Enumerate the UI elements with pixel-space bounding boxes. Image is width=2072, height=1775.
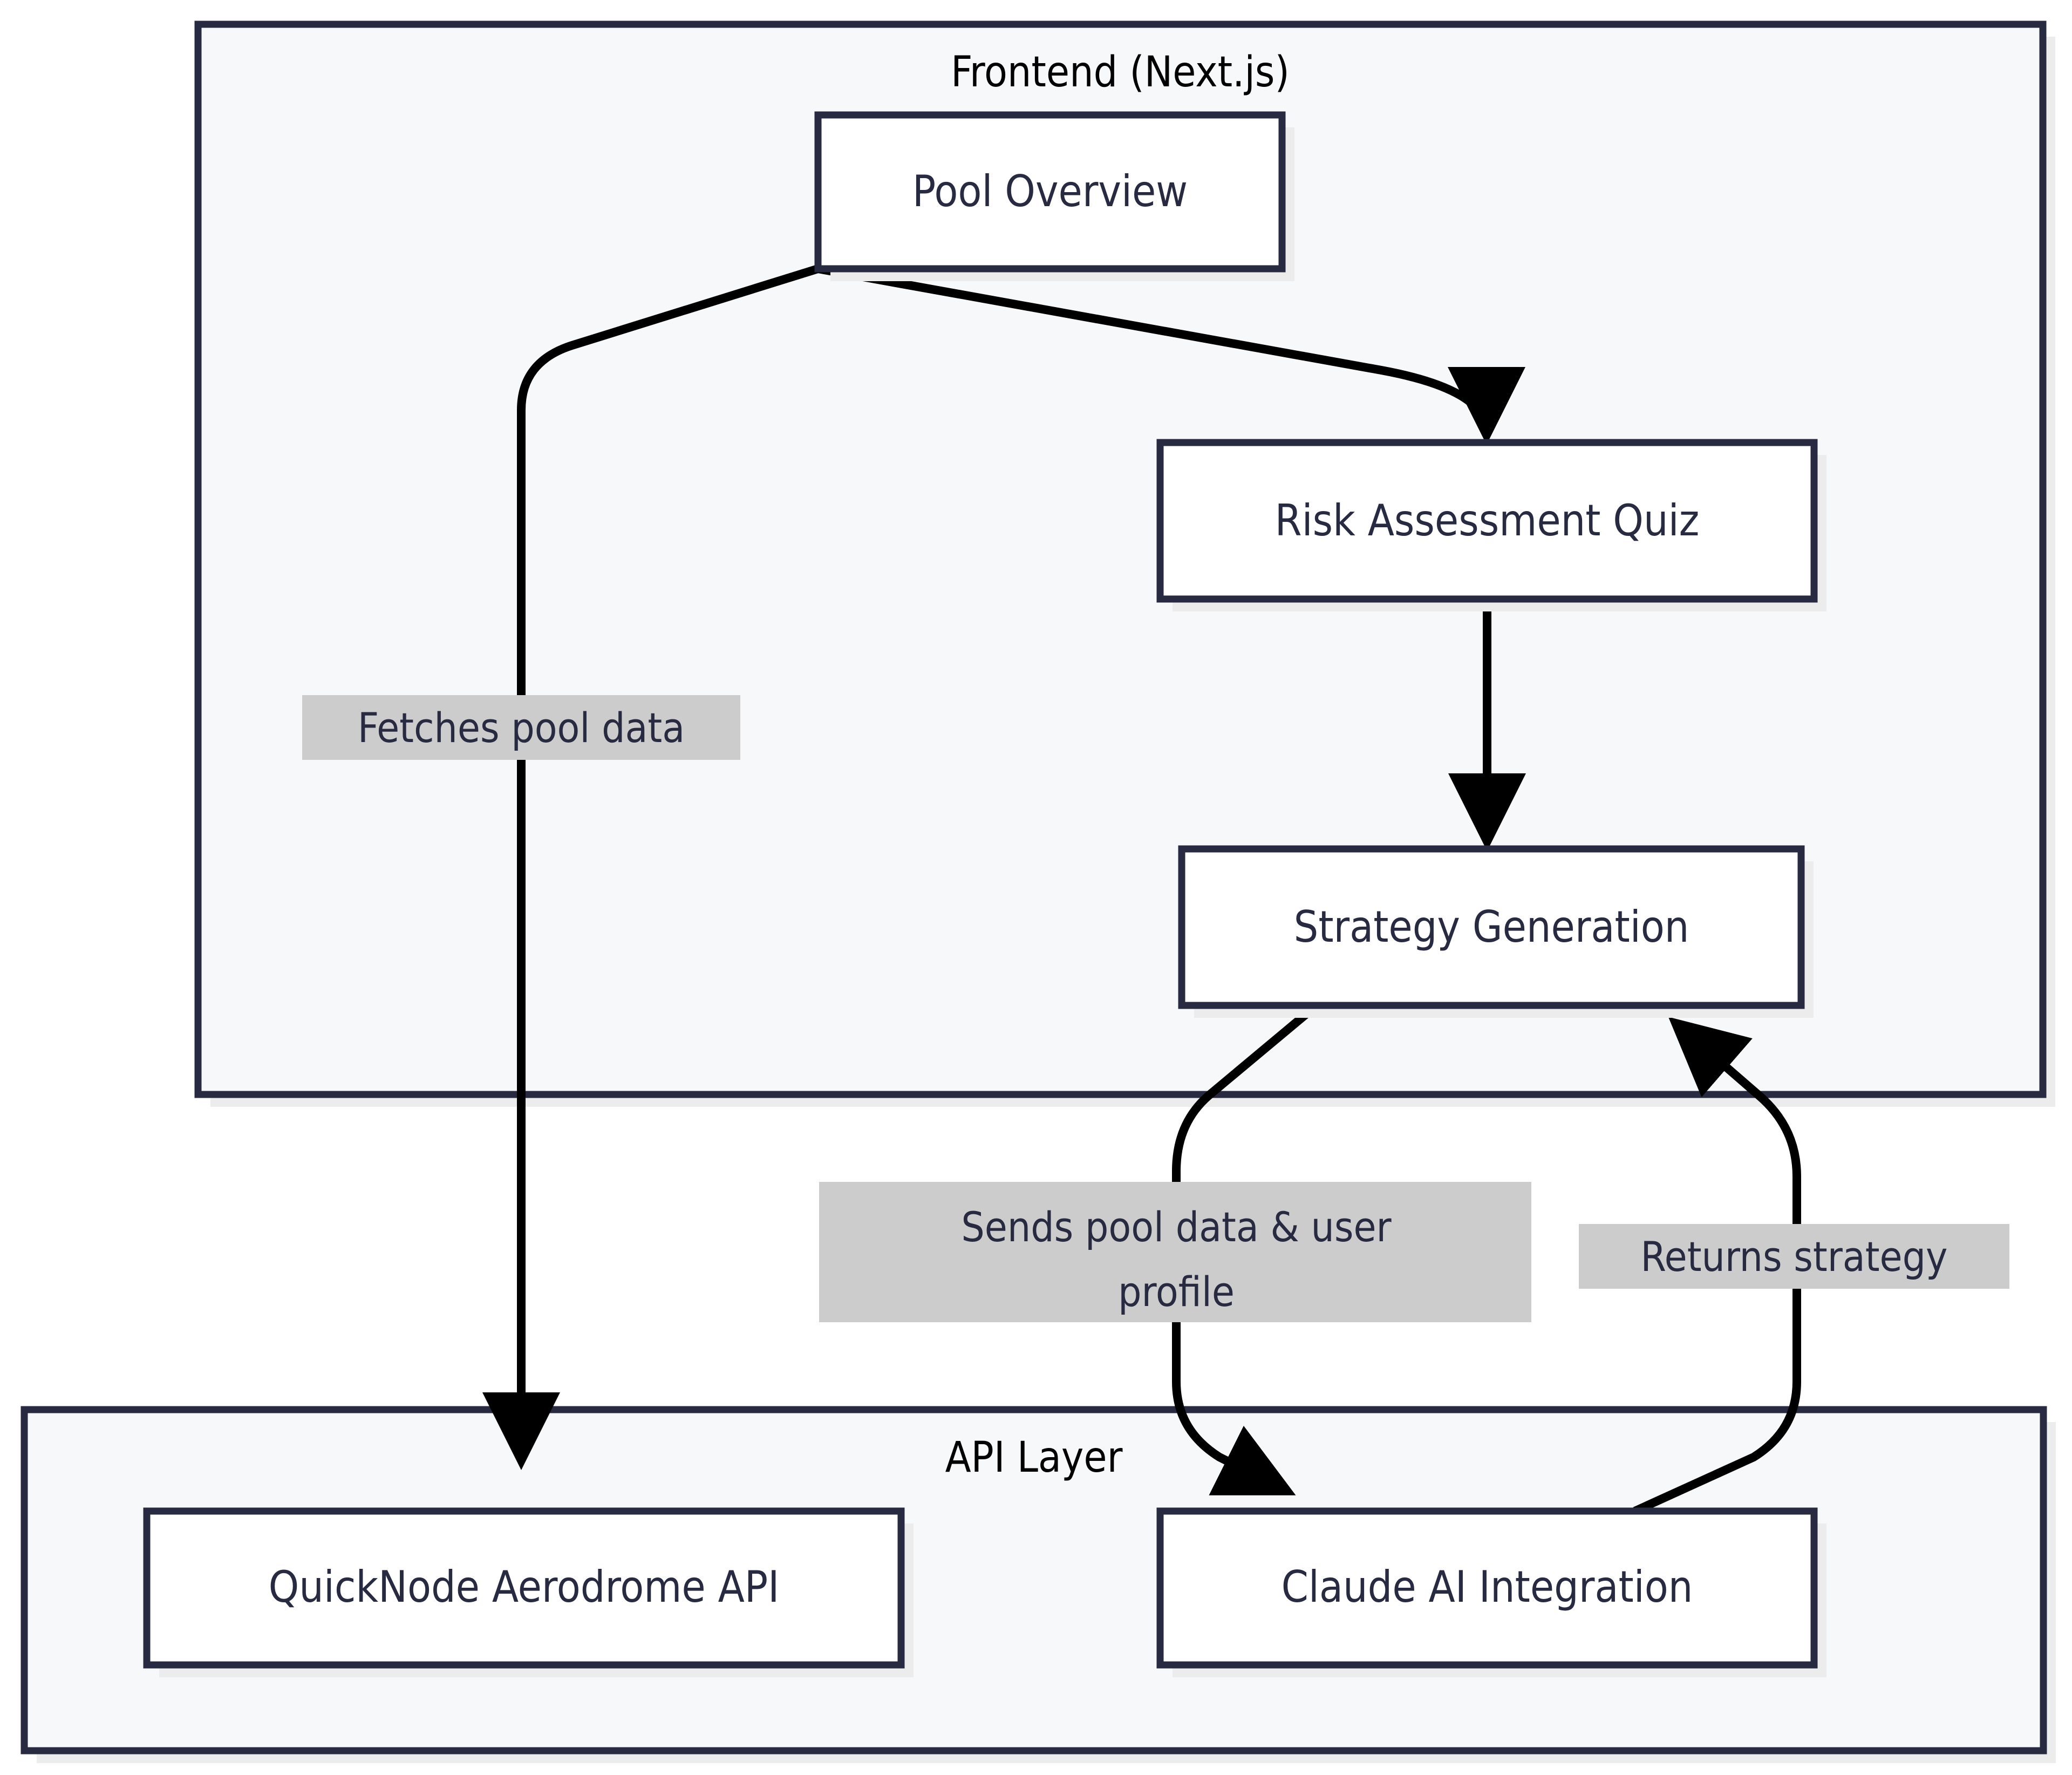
cluster-title-frontend: Frontend (Next.js) (951, 48, 1290, 97)
node-label-claude-api: Claude AI Integration (1282, 1562, 1693, 1612)
node-strategy-gen-box[interactable] (1178, 845, 1805, 1009)
edge-label-backgrounds (302, 695, 2009, 1322)
node-claude-api-box[interactable] (1156, 1507, 1818, 1669)
edge-label-fetches-pool-data: Fetches pool data (358, 704, 685, 752)
node-label-quicknode-api: QuickNode Aerodrome API (269, 1562, 780, 1612)
node-label-risk-quiz: Risk Assessment Quiz (1275, 495, 1700, 546)
edge-strategy-gen-to-claude-api (1172, 1002, 1320, 1495)
edge-label-bg-returns-strategy (1579, 1224, 2009, 1289)
node-risk-quiz-box[interactable] (1156, 439, 1818, 603)
edge-label-returns-strategy: Returns strategy (1641, 1233, 1948, 1281)
node-quicknode-api-box[interactable] (143, 1507, 905, 1669)
nodes-layer (143, 111, 1818, 1669)
edge-label-bg-fetches-pool-data (302, 695, 740, 760)
edge-pool-overview-to-quicknode-api (482, 264, 820, 1470)
node-label-pool-overview: Pool Overview (912, 166, 1188, 216)
edges-layer (482, 264, 1801, 1515)
node-pool-overview-box[interactable] (814, 111, 1286, 273)
edge-pool-overview-to-risk-quiz (817, 264, 1525, 445)
node-label-strategy-gen: Strategy Generation (1294, 902, 1689, 952)
edge-label-sends-pool-data-line2: profile (1118, 1268, 1235, 1316)
cluster-title-api-layer: API Layer (945, 1433, 1123, 1482)
edge-label-bg-sends-pool-data (819, 1182, 1531, 1322)
edge-label-sends-pool-data-line1: Sends pool data & user (961, 1203, 1392, 1251)
